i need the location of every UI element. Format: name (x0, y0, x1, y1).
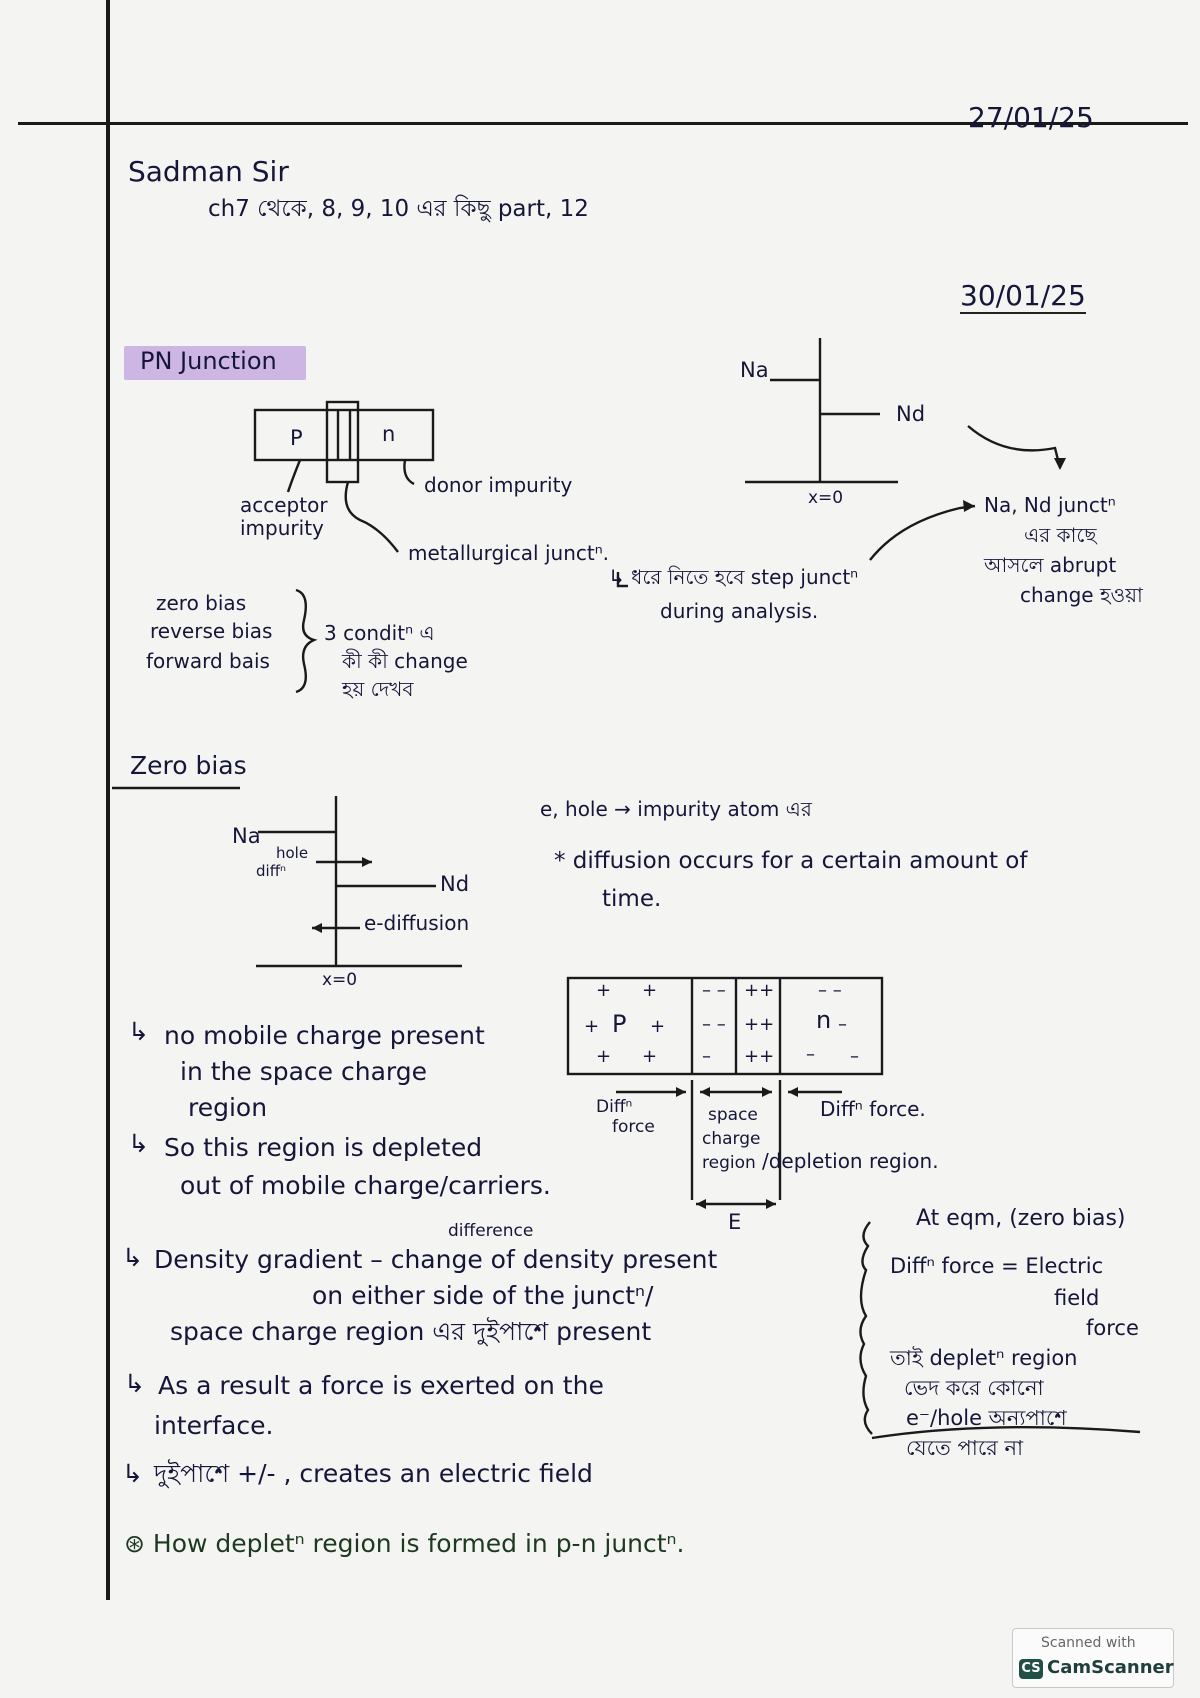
condition-forward: forward bais (146, 649, 270, 673)
abrupt-note-1: Na, Nd junctⁿ (984, 493, 1116, 517)
bullet-mark-2: ↳ (128, 1129, 149, 1158)
n-region-label: n (382, 422, 396, 446)
abrupt-note-2: এর কাছে (1024, 523, 1097, 547)
diff-force-left-1: Diffⁿ (596, 1097, 633, 1117)
eqm-line-5: তাই depletⁿ region (890, 1346, 1078, 1370)
condition-reverse: reverse bias (150, 619, 273, 643)
title-highlight (124, 346, 306, 380)
zb-profile-na: Na (232, 824, 261, 848)
acceptor-label: acceptor impurity (240, 493, 328, 540)
zb-hole-diff-2: diffⁿ (256, 862, 286, 880)
svg-text:+: + (596, 1046, 611, 1067)
svg-text:+: + (584, 1016, 599, 1037)
scr-label-3: region (702, 1153, 756, 1173)
zb-hole-diff-1: hole (276, 844, 309, 862)
junction-n: n (816, 1006, 832, 1034)
bullet-4-line-2: interface. (154, 1411, 274, 1440)
field-e-label: E (728, 1210, 742, 1234)
left-margin-line (106, 0, 110, 1600)
diff-force-right: Diffⁿ force. (820, 1097, 926, 1121)
eqm-line-1: At eqm, (zero bias) (916, 1206, 1126, 1231)
condition-zero: zero bias (156, 591, 247, 615)
zb-e-diffusion: e-diffusion (364, 911, 470, 935)
eqm-line-2: Diffⁿ force = Electric (890, 1254, 1104, 1278)
bullet-mark-5: ↳ (122, 1459, 143, 1488)
bullet-mark-1: ↳ (128, 1017, 149, 1046)
eqm-line-8: যেতে পারে না (906, 1436, 1024, 1460)
abrupt-note-3: আসলে abrupt (984, 553, 1117, 577)
watermark-line-1: Scanned with (1041, 1635, 1136, 1651)
svg-text:++: ++ (744, 980, 774, 1001)
syllabus-line: ch7 থেকে, 8, 9, 10 এর কিছু part, 12 (208, 196, 589, 222)
svg-text:+: + (642, 980, 657, 1001)
svg-text:+: + (596, 980, 611, 1001)
scanner-watermark: Scanned with CS CamScanner (1012, 1628, 1174, 1688)
difference-word: difference (448, 1221, 534, 1241)
eqm-line-4: force (1086, 1316, 1139, 1340)
svg-text:+: + (642, 1046, 657, 1067)
scr-label-1: space (708, 1105, 758, 1125)
bullet-3-line-3: space charge region এর দুইপাশে present (170, 1317, 652, 1346)
svg-text:++: ++ (744, 1046, 774, 1067)
date-second: 30/01/25 (960, 279, 1086, 315)
zero-bias-title: Zero bias (130, 751, 247, 780)
teacher-name: Sadman Sir (128, 155, 289, 188)
bullet-2-line-2: out of mobile charge/carriers. (180, 1171, 551, 1200)
metallurgical-label: metallurgical junctⁿ. (408, 541, 610, 565)
eqm-line-6: ভেদ করে কোনো (904, 1376, 1044, 1400)
zb-note-2: * diffusion occurs for a certain amount … (554, 848, 1028, 874)
date-first: 27/01/25 (968, 101, 1094, 134)
bullet-3-line-2: on either side of the junctⁿ/ (312, 1281, 654, 1310)
watermark-line-2: CamScanner (1047, 1657, 1174, 1678)
bullet-mark-4: ↳ (124, 1369, 145, 1398)
step-note-2: during analysis. (660, 599, 819, 623)
conditions-note-1: 3 conditⁿ এ (324, 621, 435, 645)
svg-text:–: – (850, 1046, 859, 1067)
svg-text:– –: – – (702, 1014, 726, 1035)
donor-label: donor impurity (424, 473, 573, 497)
top-rule-line (18, 122, 1188, 125)
svg-text:++: ++ (744, 1014, 774, 1035)
bullet-4-line-1: As a result a force is exerted on the (158, 1371, 604, 1400)
scr-label-2: charge (702, 1129, 761, 1149)
bullet-mark-3: ↳ (122, 1243, 143, 1272)
svg-text:–: – (838, 1014, 847, 1035)
pn-title: PN Junction (140, 347, 277, 375)
bullet-3-line-1: Density gradient – change of density pre… (154, 1245, 718, 1274)
bullet-5-line-1: দুইপাশে +/- , creates an electric field (154, 1459, 593, 1488)
svg-text:–: – (806, 1044, 815, 1065)
zb-profile-nd: Nd (440, 872, 470, 896)
conditions-note-2: কী কী change (342, 649, 468, 673)
bullet-1-line-1: no mobile charge present (164, 1021, 485, 1050)
profile-nd: Nd (896, 402, 926, 426)
bullet-1-line-2: in the space charge (180, 1057, 427, 1086)
bullet-2-line-1: So this region is depleted (164, 1133, 483, 1162)
svg-text:– –: – – (818, 980, 842, 1001)
camscanner-logo-icon: CS (1019, 1659, 1043, 1679)
profile-x0: x=0 (808, 488, 844, 508)
junction-p: P (612, 1010, 627, 1038)
zb-x0: x=0 (322, 970, 358, 990)
bullet-1-line-3: region (188, 1093, 268, 1122)
zb-note-1: e, hole → impurity atom এর (540, 797, 812, 821)
svg-text:– –: – – (702, 980, 726, 1001)
zb-note-3: time. (602, 886, 662, 912)
conditions-note-3: হয় দেখব (342, 677, 414, 701)
diff-force-left-2: force (612, 1117, 655, 1137)
svg-text:+: + (650, 1016, 665, 1037)
eqm-line-3: field (1054, 1286, 1100, 1310)
eqm-line-7: e⁻/hole অন্যপাশে (906, 1406, 1067, 1430)
p-region-label: P (290, 426, 303, 450)
step-note-1: ↳ ধরে নিতে হবে step junctⁿ (608, 565, 859, 589)
depletion-label: /depletion region. (762, 1149, 939, 1173)
svg-text:–: – (702, 1046, 711, 1067)
question-line: ⊛ How depletⁿ region is formed in p-n ju… (124, 1529, 685, 1558)
profile-na: Na (740, 358, 769, 382)
abrupt-note-4: change হওয়া (1020, 583, 1143, 607)
